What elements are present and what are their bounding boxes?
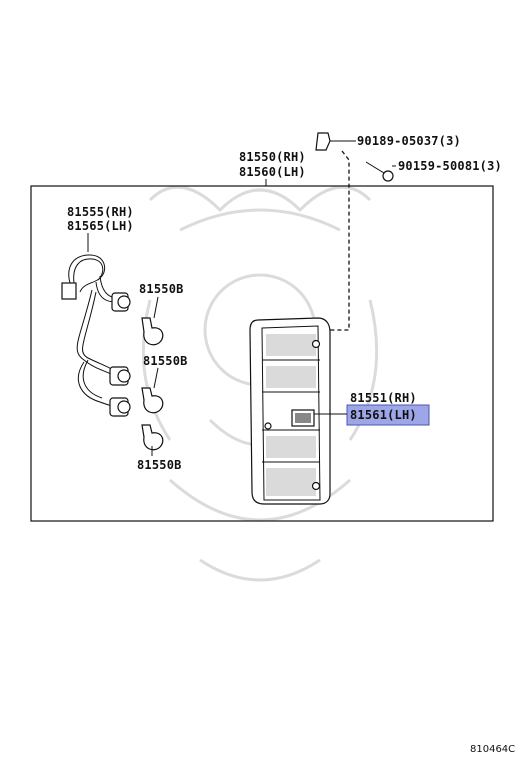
socket-2 [109,366,131,386]
assy-lh-label: 81560(LH) [239,165,306,179]
clip-label: 90189-05037(3) [357,134,461,148]
clip-part [315,132,356,151]
bulb-2-label: 81550B [143,354,188,368]
lens-lh-highlight[interactable] [346,404,430,426]
wire-harness [61,254,119,407]
tail-lamp-lens [249,317,331,505]
lens-rh-label: 81551(RH) [350,391,417,405]
lens-lh-label[interactable]: 81561(LH) [350,408,417,422]
socket-3 [109,397,131,417]
bulb-2 [141,387,164,414]
diagram-code: 810464C [470,744,515,755]
dashed-connector [326,150,350,331]
assy-rh-label: 81550(RH) [239,150,306,164]
assembly-frame [30,185,494,522]
bulb-3 [141,424,164,451]
screw-label: 90159-50081(3) [398,159,502,173]
bulb-1-label: 81550B [139,282,184,296]
socket-1 [111,292,131,312]
socket-rh-label: 81555(RH) [67,205,134,219]
screw-part [365,161,396,182]
bulb-1 [141,317,164,346]
socket-lh-label: 81565(LH) [67,219,134,233]
bulb-3-label: 81550B [137,458,182,472]
